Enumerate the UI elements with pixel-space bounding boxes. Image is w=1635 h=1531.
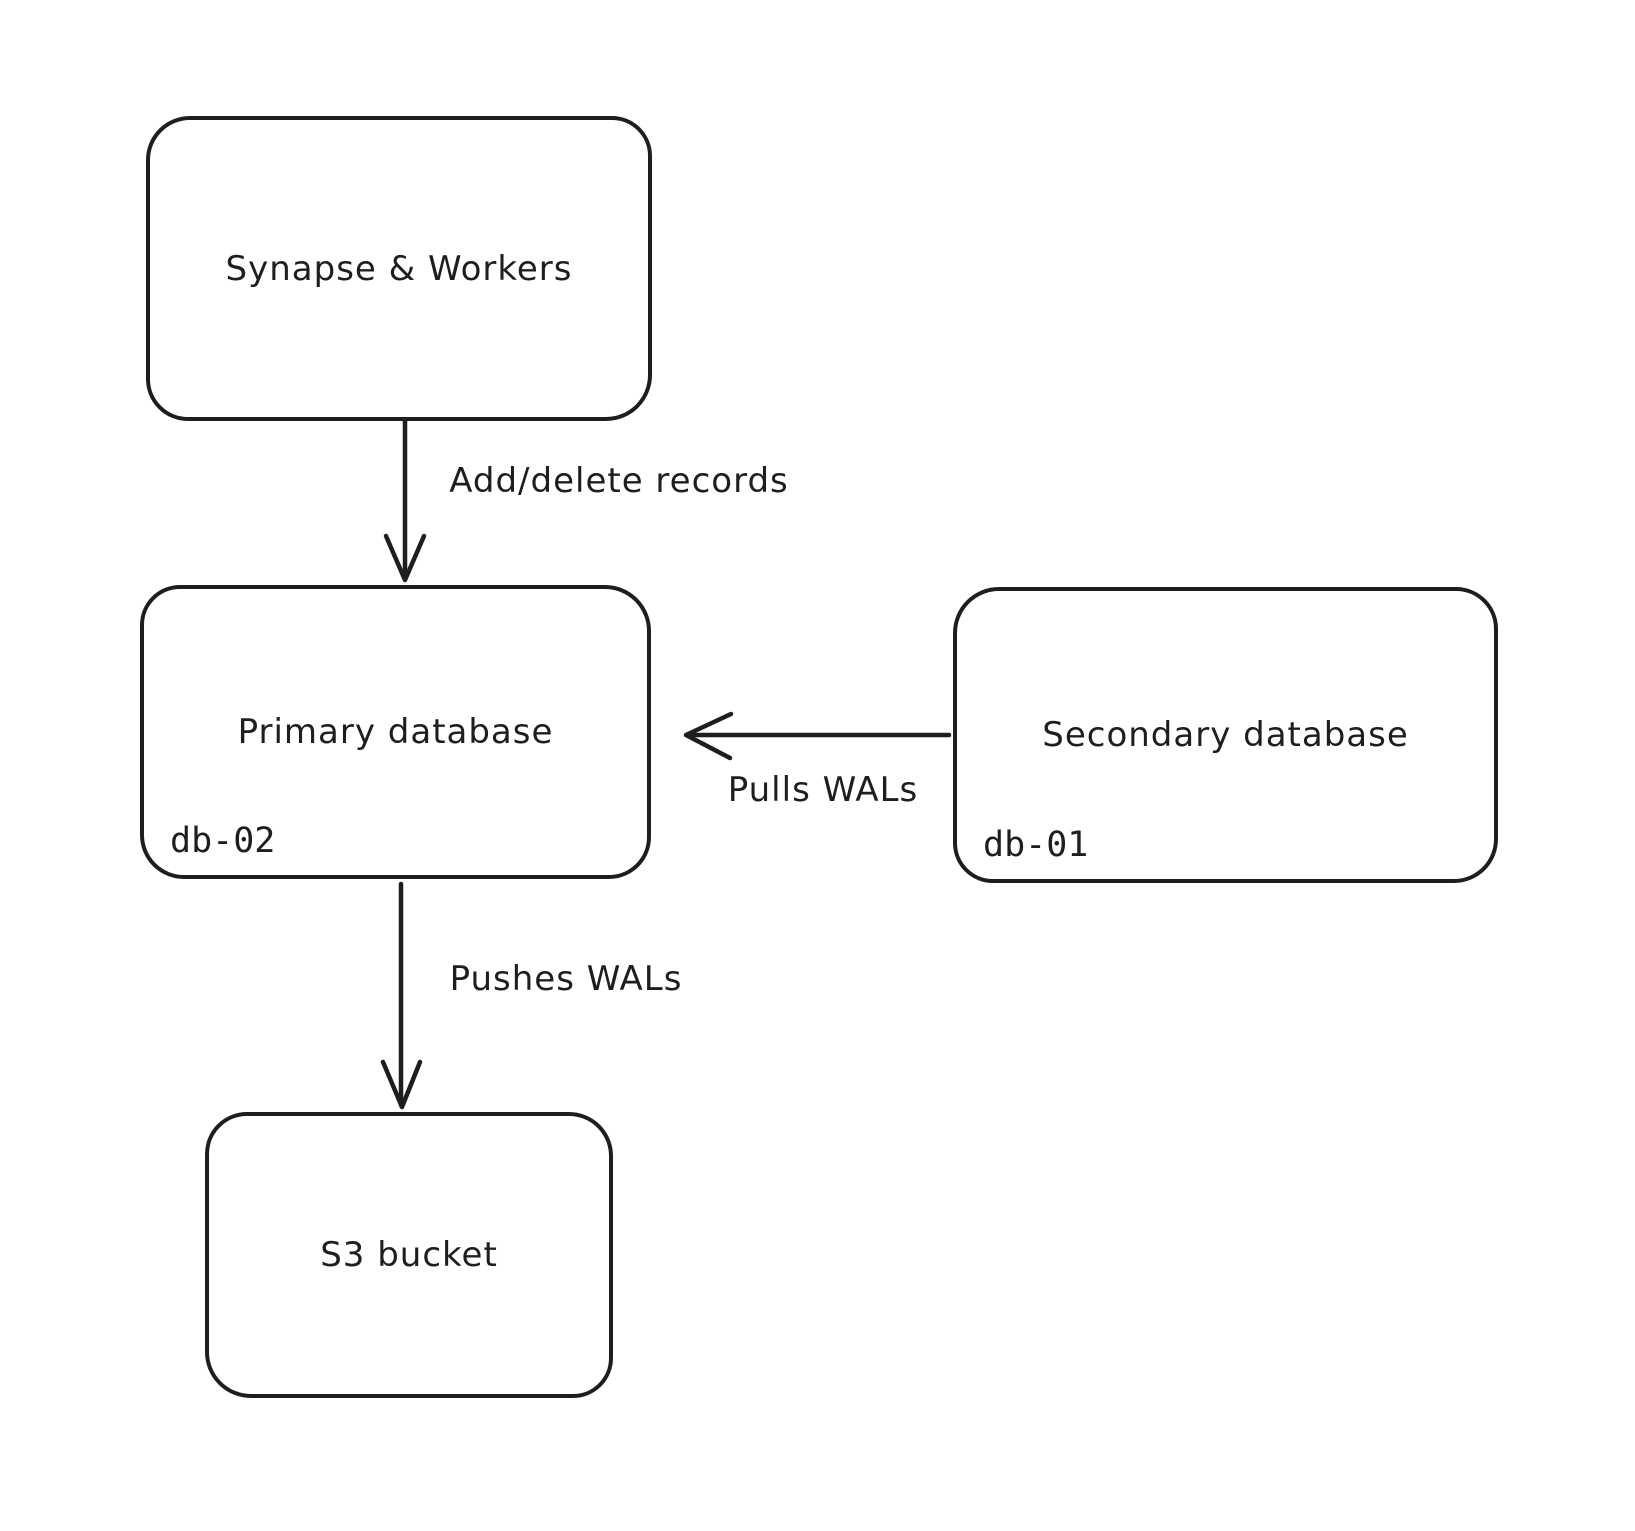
node-primary-database[interactable]: Primary database db-02 <box>140 585 651 879</box>
node-s3-bucket-label: S3 bucket <box>320 1235 498 1275</box>
edge-label-add-delete-records[interactable]: Add/delete records <box>445 461 793 501</box>
node-primary-database-hostname: db-02 <box>170 821 276 861</box>
edge-label-pushes-wals[interactable]: Pushes WALs <box>445 959 687 999</box>
node-synapse-workers[interactable]: Synapse & Workers <box>146 116 652 421</box>
edge-pulls-wals-arrow[interactable] <box>683 711 952 761</box>
edge-pushes-wals-arrow[interactable] <box>380 881 423 1110</box>
node-synapse-workers-label: Synapse & Workers <box>225 248 573 289</box>
edge-add-delete-records-arrow[interactable] <box>383 417 427 583</box>
node-primary-database-label: Primary database <box>237 712 554 752</box>
node-secondary-database[interactable]: Secondary database db-01 <box>953 587 1498 883</box>
node-secondary-database-label: Secondary database <box>1042 715 1409 755</box>
node-s3-bucket[interactable]: S3 bucket <box>205 1112 613 1398</box>
node-secondary-database-hostname: db-01 <box>983 825 1089 865</box>
edge-label-pulls-wals[interactable]: Pulls WALs <box>723 770 923 810</box>
